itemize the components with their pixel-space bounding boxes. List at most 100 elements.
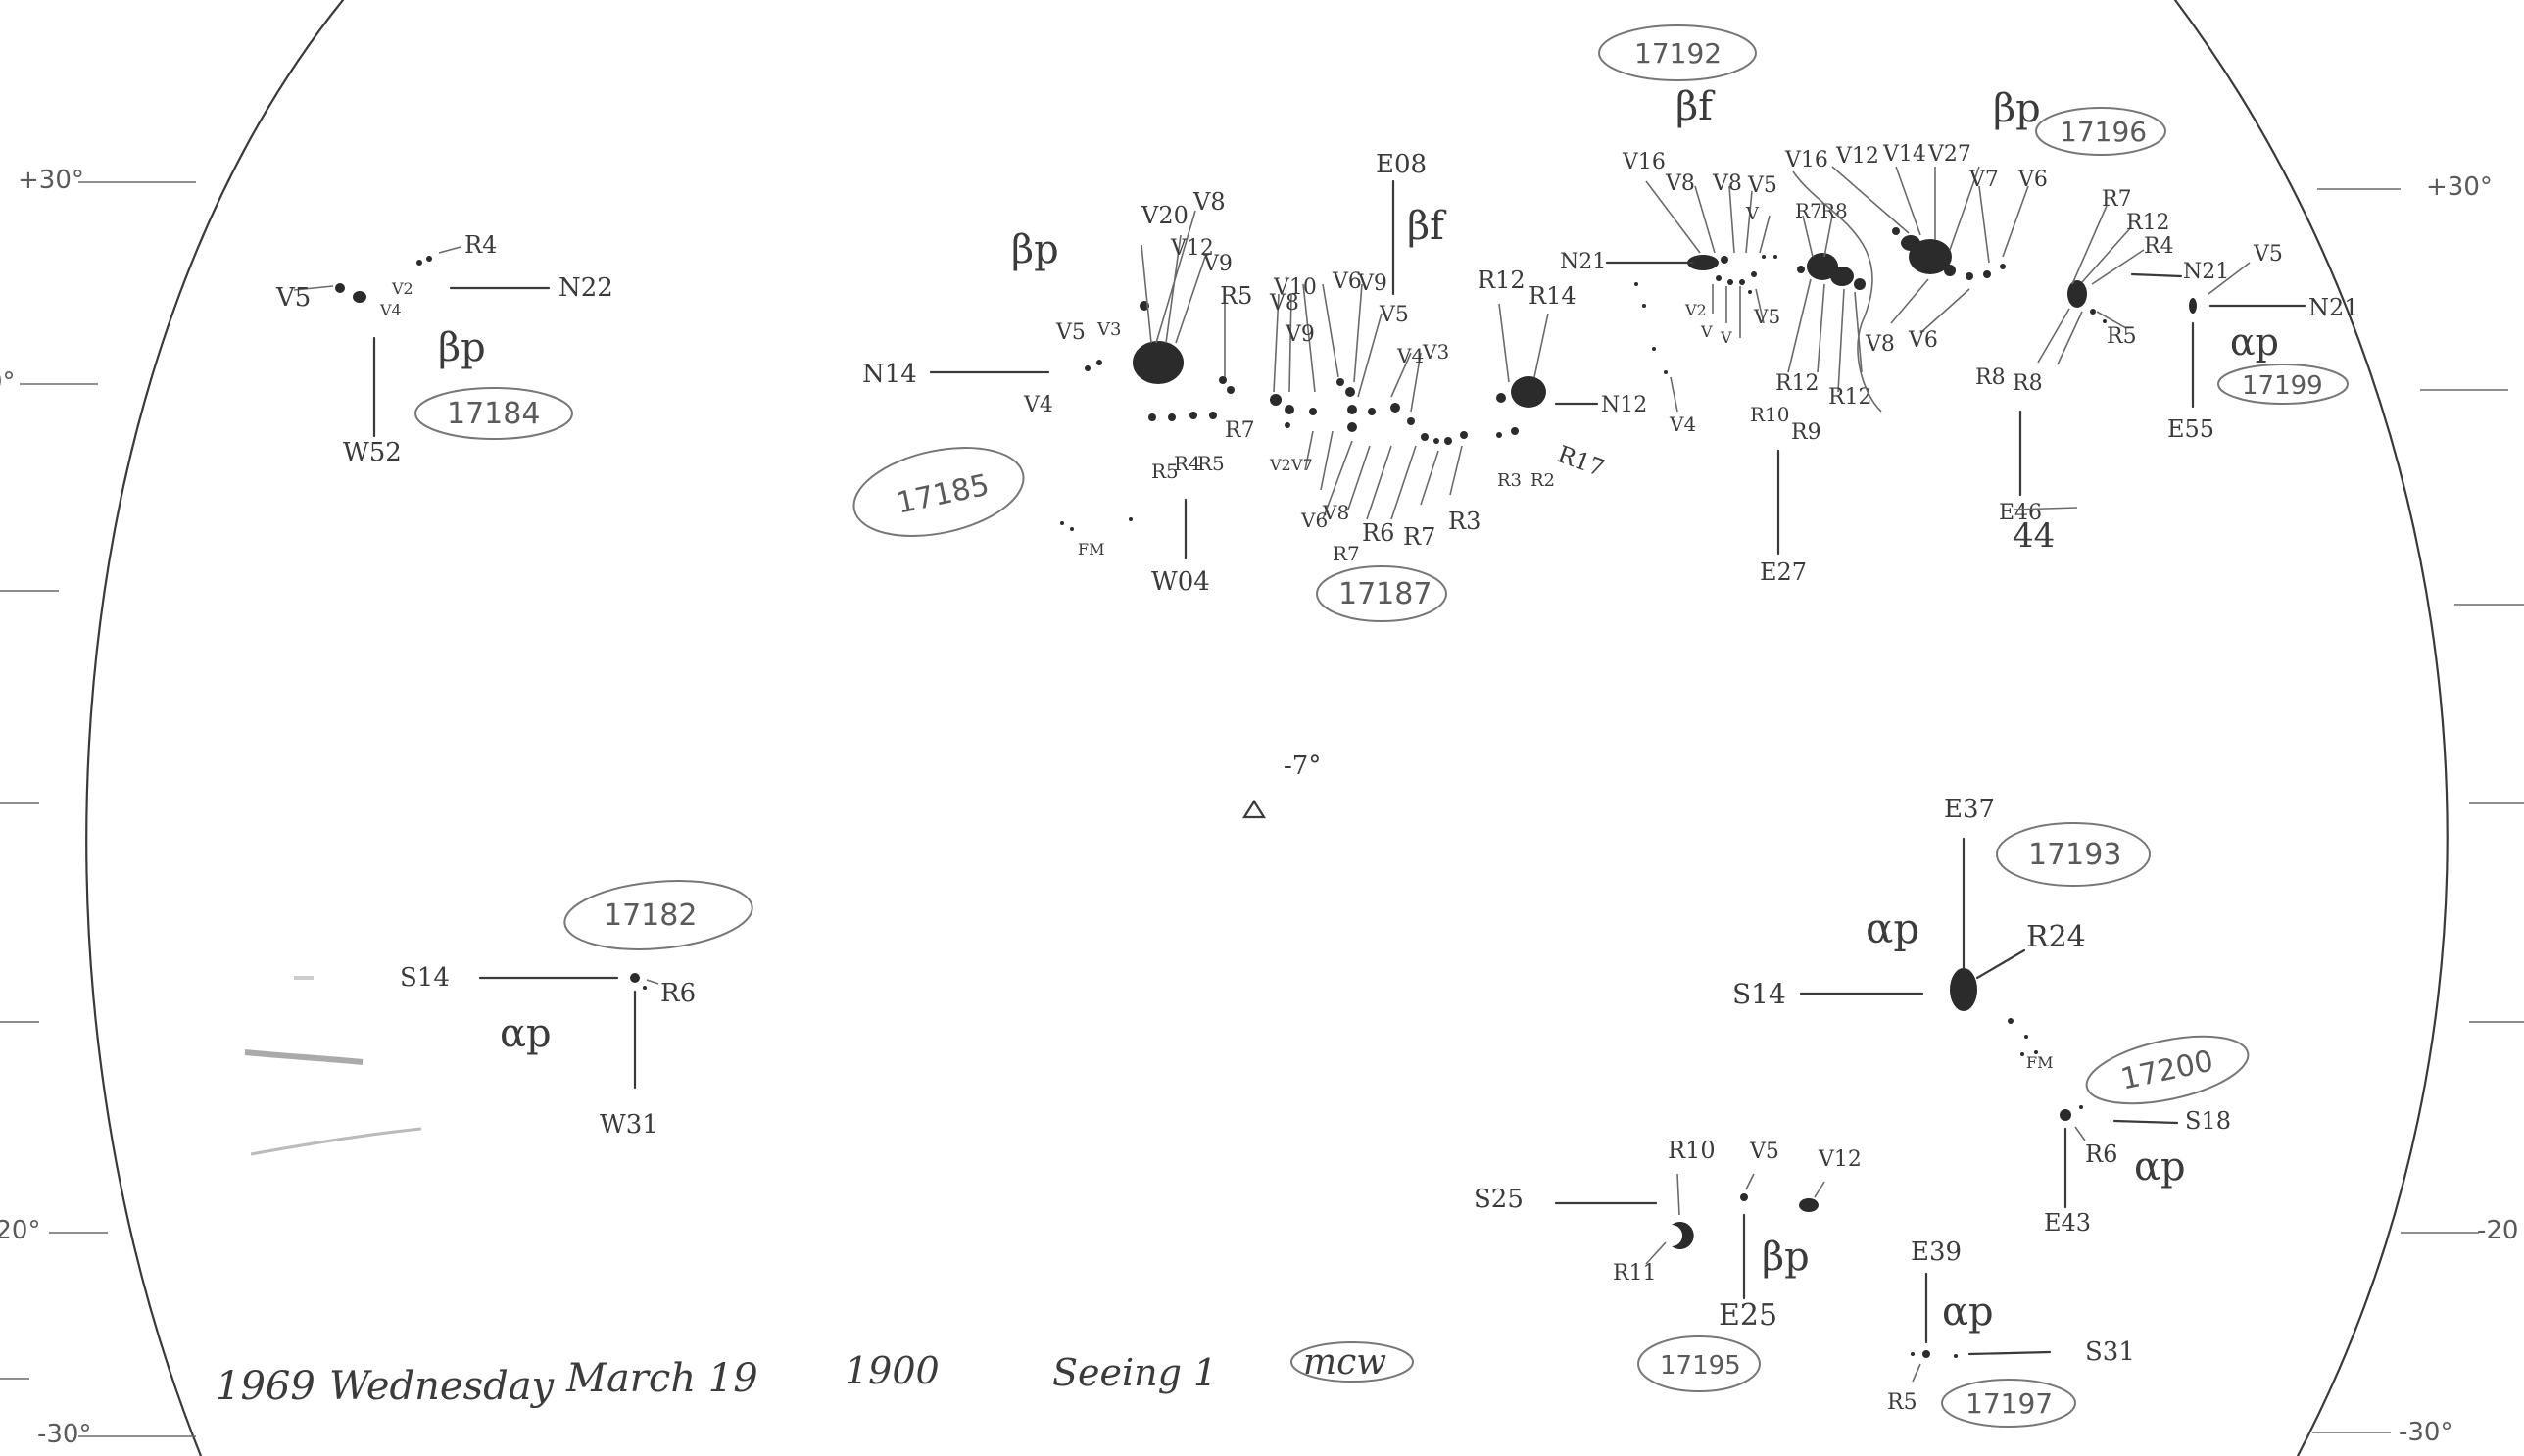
- svg-text:R8: R8: [2013, 371, 2043, 396]
- svg-text:R5: R5: [1197, 452, 1225, 475]
- solar-limb-left: [85, 0, 345, 1456]
- svg-text:V5: V5: [1749, 1140, 1779, 1164]
- group-17197-number: 17197: [1966, 1387, 2053, 1420]
- group-17185-distance: W04: [1151, 567, 1210, 597]
- group-17192-distance: E27: [1760, 558, 1807, 586]
- group-17195-position: S25: [1474, 1185, 1524, 1214]
- svg-text:FM: FM: [2026, 1053, 2053, 1072]
- svg-text:R5: R5: [1151, 460, 1179, 483]
- group-17187-position: E08: [1376, 150, 1427, 179]
- group-17187-class: βf: [1407, 204, 1447, 249]
- svg-text:V9: V9: [1357, 271, 1387, 296]
- svg-text:V8: V8: [1665, 171, 1695, 196]
- group-17196-distance: E46: [1999, 501, 2042, 525]
- svg-text:V: V: [1720, 328, 1732, 347]
- svg-text:V4: V4: [1396, 344, 1424, 367]
- svg-text:R14: R14: [1529, 282, 1577, 310]
- svg-text:V5: V5: [1055, 320, 1086, 345]
- group-17200-position: S18: [2185, 1107, 2231, 1135]
- tick-left-minus30: -30°: [37, 1420, 91, 1449]
- group-17200-distance: E43: [2044, 1209, 2091, 1237]
- svg-text:R8: R8: [1820, 199, 1848, 222]
- svg-text:V: V: [1745, 204, 1760, 224]
- group-17184-position: N22: [558, 273, 613, 303]
- svg-text:V8: V8: [1865, 332, 1895, 357]
- group-17182-number: 17182: [604, 898, 697, 933]
- svg-text:R12: R12: [1478, 267, 1526, 294]
- footer-weekday: Wednesday: [329, 1364, 556, 1409]
- svg-text:V8: V8: [1322, 501, 1349, 524]
- group-17193-distance: E37: [1944, 795, 1995, 824]
- svg-text:V7: V7: [1968, 168, 1999, 192]
- svg-text:V5: V5: [275, 283, 311, 313]
- svg-text:V7: V7: [1290, 456, 1313, 474]
- group-17182-position: S14: [400, 963, 450, 993]
- svg-text:V16: V16: [1622, 150, 1666, 174]
- svg-text:V2: V2: [391, 279, 413, 298]
- group-17193: E37 S14 R24 αp FM 17193: [1732, 795, 2151, 1072]
- group-17182-distance: W31: [600, 1110, 658, 1140]
- group-17192-class: βf: [1675, 84, 1716, 129]
- svg-text:R9: R9: [1791, 420, 1821, 445]
- svg-text:R17: R17: [1554, 440, 1608, 482]
- svg-text:R12: R12: [1828, 385, 1872, 410]
- svg-text:V6: V6: [2017, 168, 2048, 192]
- group-17199-position: N21: [2308, 294, 2359, 321]
- svg-text:R12: R12: [1775, 371, 1820, 396]
- group-17185-class: βp: [1011, 227, 1059, 272]
- svg-text:V4: V4: [1669, 413, 1696, 436]
- svg-text:V5: V5: [2253, 242, 2283, 267]
- group-17197-class: αp: [1942, 1289, 1994, 1335]
- svg-text:V8: V8: [1269, 291, 1299, 315]
- svg-text:V9: V9: [1202, 252, 1233, 276]
- tick-left-plus30: +30°: [18, 166, 84, 195]
- svg-text:N21: N21: [2183, 260, 2229, 284]
- group-17197-distance: E39: [1911, 1238, 1962, 1267]
- svg-text:V10: V10: [1273, 275, 1317, 300]
- left-latitude-ticks: +30° 0° -20° -30°: [0, 166, 196, 1449]
- svg-text:R7: R7: [1333, 542, 1360, 565]
- svg-text:V8: V8: [1192, 188, 1226, 216]
- svg-text:R6: R6: [1362, 519, 1394, 547]
- svg-text:R4: R4: [2144, 234, 2174, 259]
- group-17200-class: αp: [2134, 1144, 2186, 1189]
- svg-text:V27: V27: [1927, 142, 1971, 167]
- svg-text:R7: R7: [2102, 187, 2132, 212]
- svg-text:R11: R11: [1613, 1261, 1657, 1286]
- group-17184-class: βp: [438, 325, 486, 370]
- svg-text:R10: R10: [1668, 1137, 1716, 1164]
- svg-text:V: V: [1700, 322, 1713, 341]
- footer-year: 1969: [216, 1364, 316, 1409]
- svg-text:V6: V6: [1332, 269, 1362, 294]
- svg-text:R5: R5: [1887, 1390, 1917, 1415]
- svg-text:R2: R2: [1530, 470, 1555, 491]
- group-17195-number: 17195: [1660, 1351, 1741, 1381]
- svg-text:V4: V4: [379, 301, 402, 319]
- group-17193-class: αp: [1866, 904, 1919, 952]
- svg-text:R3: R3: [1448, 508, 1480, 535]
- observation-footer: 1969 Wednesday March 19 1900 Seeing 1 mc…: [216, 1341, 1414, 1409]
- svg-text:R8: R8: [1975, 365, 2006, 390]
- svg-text:R6: R6: [2085, 1141, 2117, 1168]
- svg-text:R4: R4: [1174, 452, 1201, 475]
- svg-text:V8: V8: [1712, 171, 1742, 196]
- svg-text:V6: V6: [1908, 328, 1938, 353]
- group-17182-class: αp: [500, 1011, 552, 1056]
- group-17196-distance-corrected: 44: [2013, 516, 2055, 556]
- svg-text:R4: R4: [464, 231, 497, 259]
- group-17196-number: 17196: [2060, 116, 2147, 148]
- group-17199-distance: E55: [2167, 415, 2214, 443]
- svg-text:R5: R5: [2107, 324, 2137, 349]
- right-latitude-ticks: +30° -20 -30°: [2312, 172, 2524, 1447]
- group-17199: N21 V5 N21 αp E55 17199: [2130, 242, 2359, 443]
- tick-right-minus20: -20: [2477, 1216, 2518, 1245]
- svg-text:V5: V5: [1753, 305, 1780, 328]
- observer-initials: mcw: [1303, 1342, 1386, 1383]
- svg-text:V16: V16: [1784, 148, 1828, 172]
- svg-text:R3: R3: [1497, 470, 1522, 491]
- svg-text:V9: V9: [1285, 322, 1315, 347]
- group-17197: E39 S31 R5 αp 17197: [1887, 1238, 2135, 1428]
- center-label: -7°: [1284, 752, 1321, 781]
- group-17199-class: αp: [2230, 320, 2279, 364]
- group-17185: V20 V8 V12 V9 R5 V5 V3 V4 R7 R5 R4 R5 βp…: [852, 188, 1255, 597]
